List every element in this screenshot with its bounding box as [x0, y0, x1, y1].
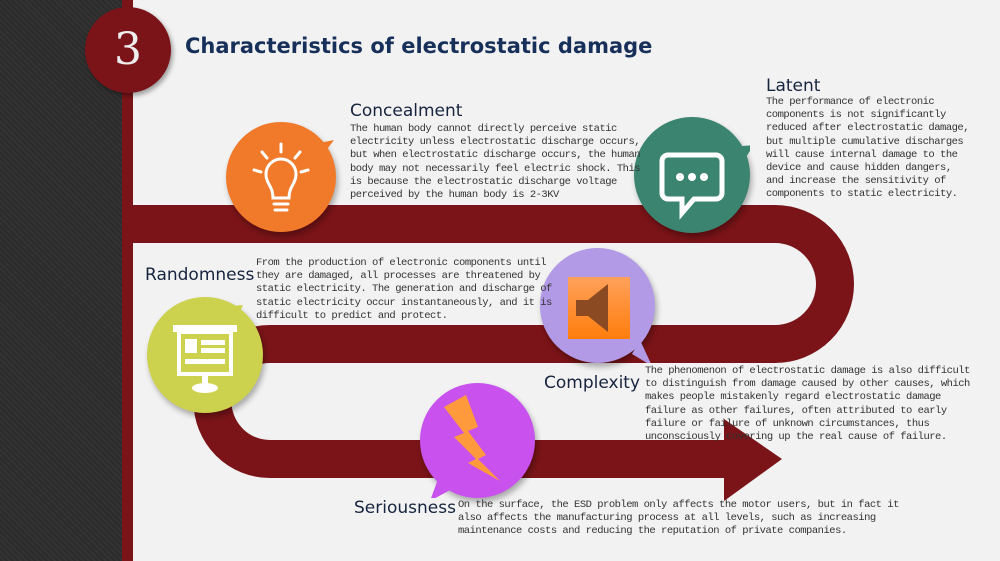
slide-title: Characteristics of electrostatic damage	[185, 34, 653, 58]
randomness-circle	[147, 297, 263, 413]
latent-text: The performance of electronic components…	[766, 96, 970, 201]
seriousness-text: On the surface, the ESD problem only aff…	[458, 499, 899, 538]
latent-circle	[634, 117, 750, 233]
concealment-circle	[226, 122, 336, 232]
concealment-heading: Concealment	[350, 101, 463, 121]
speaker-icon	[568, 277, 651, 363]
complexity-heading: Complexity	[544, 373, 641, 393]
chat-bubble-icon	[659, 145, 750, 220]
complexity-circle	[540, 248, 655, 363]
randomness-heading: Randomness	[145, 265, 255, 285]
left-texture-panel	[0, 0, 122, 561]
lightbulb-icon	[252, 140, 334, 212]
ribbon-path	[133, 205, 854, 478]
complexity-text: The phenomenon of electrostatic damage i…	[645, 365, 970, 444]
randomness-text: From the production of electronic compon…	[256, 257, 552, 322]
lightning-icon	[431, 395, 500, 498]
presentation-board-icon	[173, 305, 243, 393]
left-accent-stripe	[122, 0, 133, 561]
arrow-head	[724, 419, 782, 501]
seriousness-heading: Seriousness	[354, 498, 456, 518]
slide-number-badge: 3	[85, 7, 171, 93]
seriousness-circle	[420, 383, 535, 498]
latent-heading: Latent	[766, 76, 821, 96]
concealment-text: The human body cannot directly perceive …	[350, 123, 641, 202]
